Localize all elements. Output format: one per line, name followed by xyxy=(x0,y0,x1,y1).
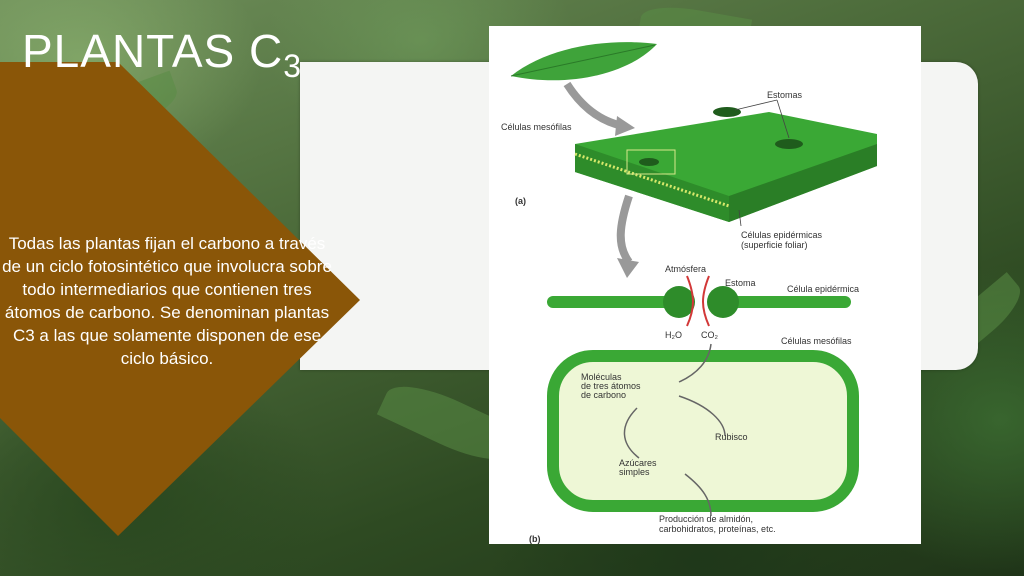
label-h2o: H₂O xyxy=(665,330,682,340)
label-estomas: Estomas xyxy=(767,90,803,100)
label-celulas-mesofilas-a: Células mesófilas xyxy=(501,122,572,132)
stomata-shape xyxy=(713,107,741,117)
label-celula-epidermica: Célula epidérmica xyxy=(787,284,859,294)
label-rubisco: Rubisco xyxy=(715,432,748,442)
label-b: (b) xyxy=(529,534,541,544)
leaf-image xyxy=(511,42,657,80)
label-co2: CO₂ xyxy=(701,330,719,340)
label-simples: simples xyxy=(619,467,650,477)
label-a: (a) xyxy=(515,196,526,206)
label-produccion: Producción de almidón, xyxy=(659,514,753,524)
label-carbohidratos: carbohidratos, proteínas, etc. xyxy=(659,524,776,534)
slide-body-text: Todas las plantas fijan el carbono a tra… xyxy=(0,232,334,370)
label-celulas-mesofilas-b: Células mesófilas xyxy=(781,336,852,346)
label-celulas-epidermicas: Células epidérmicas xyxy=(741,230,823,240)
slide-title: PLANTAS C3 xyxy=(22,24,302,85)
label-superficie: (superficie foliar) xyxy=(741,240,808,250)
stoma-guard-cell xyxy=(663,286,695,318)
label-atmosfera: Atmósfera xyxy=(665,264,706,274)
stomata-shape xyxy=(775,139,803,149)
label-estoma: Estoma xyxy=(725,278,756,288)
label-de-carbono: de carbono xyxy=(581,390,626,400)
c3-leaf-diagram: Estomas Células mesófilas (a) Células ep… xyxy=(489,26,921,544)
arrow-shape xyxy=(567,84,623,126)
